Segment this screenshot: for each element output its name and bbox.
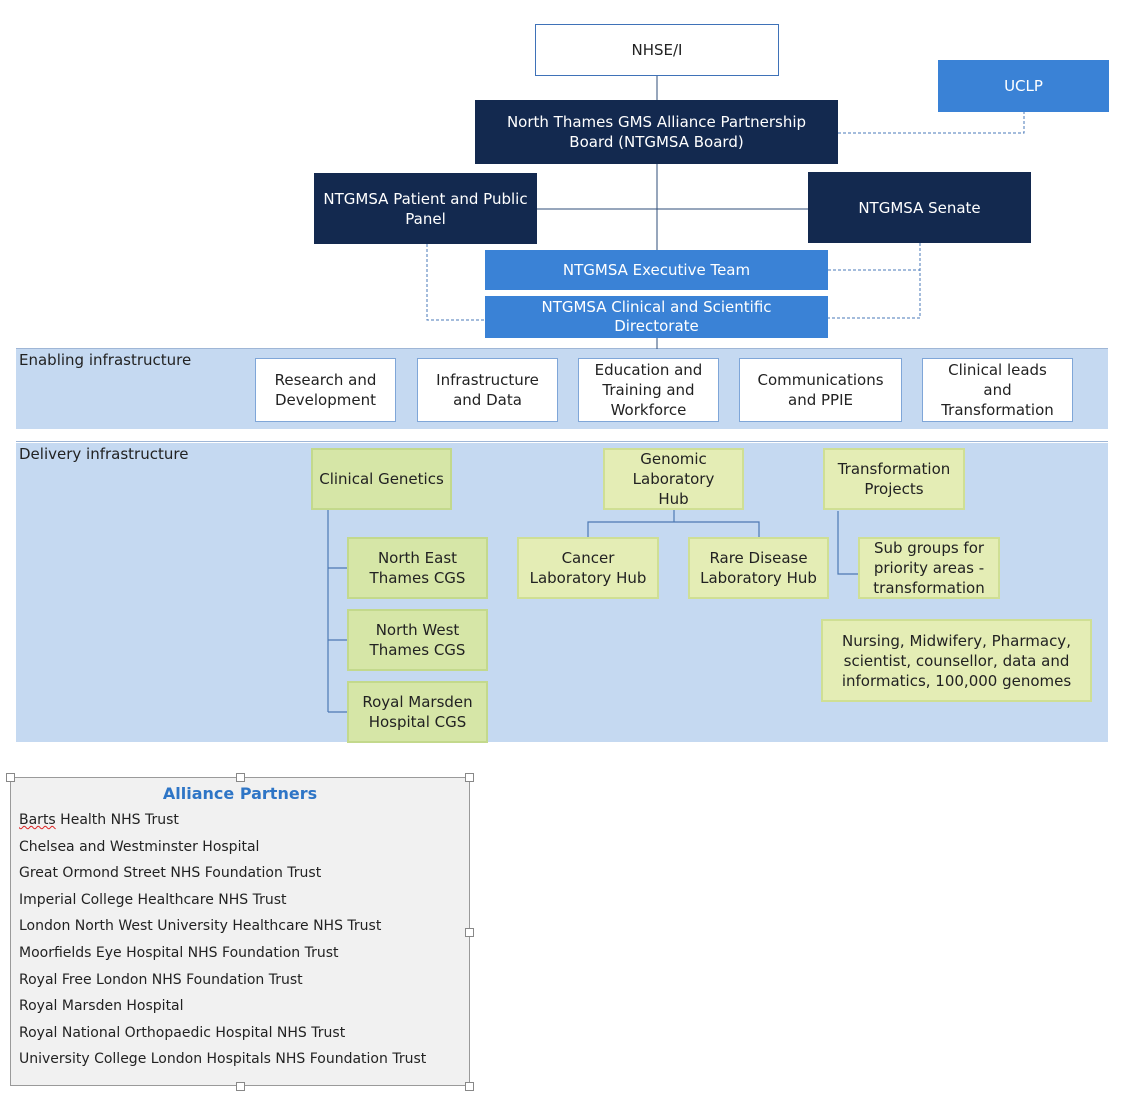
resize-handle-top-left[interactable] (6, 773, 15, 782)
cancer-laboratory-hub-box: Cancer Laboratory Hub (517, 537, 659, 599)
nhse-box: NHSE/I (535, 24, 779, 76)
partner-item-rest: Health NHS Trust (55, 812, 179, 828)
patient-panel-box: NTGMSA Patient and Public Panel (314, 173, 537, 244)
clinical-directorate-box: NTGMSA Clinical and Scientific Directora… (485, 296, 828, 338)
partner-item: Moorfields Eye Hospital NHS Foundation T… (19, 944, 339, 961)
enabling-research-box: Research and Development (255, 358, 396, 422)
genomic-laboratory-hub-box: Genomic Laboratory Hub (603, 448, 744, 510)
resize-handle-middle-right[interactable] (465, 928, 474, 937)
band-divider-top (16, 348, 1108, 349)
north-west-thames-cgs-box: North West Thames CGS (347, 609, 488, 671)
enabling-infrastructure-data-box: Infrastructure and Data (417, 358, 558, 422)
resize-handle-bottom-center[interactable] (236, 1082, 245, 1091)
band-divider-bottom (16, 441, 1108, 442)
executive-team-box: NTGMSA Executive Team (485, 250, 828, 290)
partner-item: Chelsea and Westminster Hospital (19, 838, 260, 855)
north-east-thames-cgs-box: North East Thames CGS (347, 537, 488, 599)
resize-handle-top-right[interactable] (465, 773, 474, 782)
enabling-communications-box: Communications and PPIE (739, 358, 902, 422)
partner-item: Royal Free London NHS Foundation Trust (19, 971, 303, 988)
partner-item: London North West University Healthcare … (19, 918, 382, 935)
resize-handle-bottom-right[interactable] (465, 1082, 474, 1091)
partner-item: Royal Marsden Hospital (19, 998, 184, 1015)
rare-disease-laboratory-hub-box: Rare Disease Laboratory Hub (688, 537, 829, 599)
partner-item: Great Ormond Street NHS Foundation Trust (19, 865, 322, 882)
uclp-box: UCLP (938, 60, 1109, 112)
ntgmsa-board-box: North Thames GMS Alliance Partnership Bo… (475, 100, 838, 164)
partner-item: Royal National Orthopaedic Hospital NHS … (19, 1024, 346, 1041)
alliance-partners-list: Barts Health NHS Trust Chelsea and Westm… (11, 807, 469, 1073)
delivery-infrastructure-label: Delivery infrastructure (19, 445, 189, 463)
partner-item: Imperial College Healthcare NHS Trust (19, 891, 287, 908)
partner-item: University College London Hospitals NHS … (19, 1051, 427, 1068)
enabling-education-box: Education and Training and Workforce (578, 358, 719, 422)
enabling-infrastructure-label: Enabling infrastructure (19, 351, 192, 369)
spellcheck-word: Barts (19, 812, 56, 828)
resize-handle-top-center[interactable] (236, 773, 245, 782)
alliance-partners-panel[interactable]: Alliance Partners Barts Health NHS Trust… (10, 777, 470, 1086)
clinical-genetics-box: Clinical Genetics (311, 448, 452, 510)
royal-marsden-cgs-box: Royal Marsden Hospital CGS (347, 681, 488, 743)
transformation-projects-box: Transformation Projects (823, 448, 965, 510)
enabling-clinical-leads-box: Clinical leads and Transformation (922, 358, 1073, 422)
sub-groups-box: Sub groups for priority areas - transfor… (858, 537, 1000, 599)
alliance-partners-title: Alliance Partners (162, 784, 318, 803)
senate-box: NTGMSA Senate (808, 172, 1031, 243)
partner-item: Barts Health NHS Trust (19, 807, 469, 834)
nursing-midwifery-box: Nursing, Midwifery, Pharmacy, scientist,… (821, 619, 1092, 702)
